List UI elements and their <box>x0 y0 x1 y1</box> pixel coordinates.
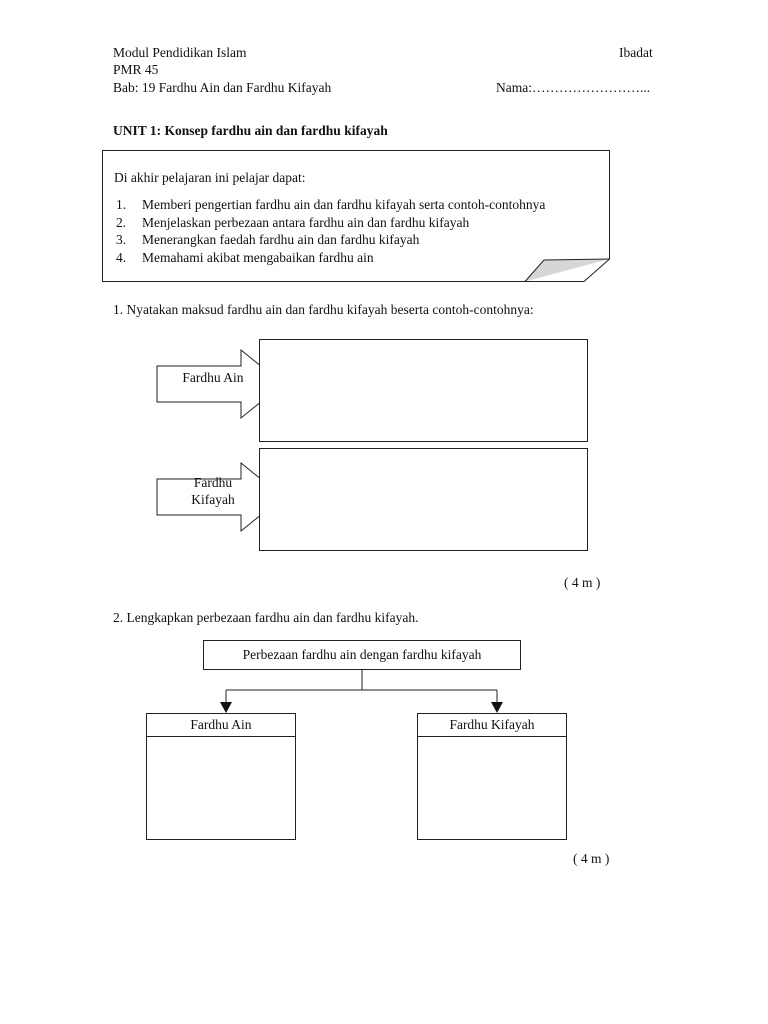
question-2-marks: ( 4 m ) <box>573 851 610 866</box>
label-line: Kifayah <box>191 492 235 507</box>
objectives-list: 1. Memberi pengertian fardhu ain dan fard… <box>116 196 545 266</box>
fardhu-ain-column-box[interactable]: Fardhu Ain <box>146 713 296 840</box>
fardhu-ain-answer-box[interactable] <box>259 339 588 442</box>
label-line: Fardhu <box>193 475 233 490</box>
item-number: 4. <box>116 249 127 265</box>
module-name: Modul Pendidikan Islam <box>113 45 247 60</box>
item-number: 1. <box>116 197 127 212</box>
item-number: 2. <box>116 214 127 230</box>
fardhu-kifayah-column-box[interactable]: Fardhu Kifayah <box>417 713 567 840</box>
fardhu-ain-column-title: Fardhu Ain <box>147 714 295 737</box>
name-field[interactable]: Nama:……………………... <box>496 80 651 95</box>
comparison-root-label: Perbezaan fardhu ain dengan fardhu kifay… <box>242 647 482 662</box>
fardhu-kifayah-answer-box[interactable] <box>259 448 588 551</box>
fardhu-kifayah-column-title: Fardhu Kifayah <box>418 714 566 737</box>
comparison-connector <box>220 669 503 713</box>
objectives-intro: Di akhir pelajaran ini pelajar dapat: <box>114 170 306 185</box>
item-text: Memahami akibat mengabaikan fardhu ain <box>142 249 374 265</box>
subject-name: Ibadat <box>619 45 653 60</box>
item-text: Menerangkan faedah fardhu ain dan fardhu… <box>142 232 420 247</box>
item-text: Memberi pengertian fardhu ain dan fardhu… <box>142 197 546 212</box>
unit-title: UNIT 1: Konsep fardhu ain dan fardhu kif… <box>113 123 388 138</box>
question-1: 1. Nyatakan maksud fardhu ain dan fardhu… <box>113 302 534 317</box>
exam-code: PMR 45 <box>113 62 159 77</box>
item-text: Menjelaskan perbezaan antara fardhu ain … <box>142 214 470 230</box>
list-item: 3. Menerangkan faedah fardhu ain dan fard… <box>116 231 545 249</box>
item-number: 3. <box>116 232 127 247</box>
comparison-root-box: Perbezaan fardhu ain dengan fardhu kifay… <box>203 640 521 670</box>
list-item: 4. Memahami akibat mengabaikan fardhu ain <box>116 249 545 267</box>
fardhu-kifayah-label: Fardhu Kifayah <box>158 474 268 508</box>
list-item: 1. Memberi pengertian fardhu ain dan fard… <box>116 196 545 214</box>
objectives-frame <box>102 150 610 282</box>
question-2: 2. Lengkapkan perbezaan fardhu ain dan f… <box>113 610 419 625</box>
fardhu-ain-label: Fardhu Ain <box>182 370 244 385</box>
list-item: 2. Menjelaskan perbezaan antara fardhu ai… <box>116 214 545 232</box>
question-1-marks: ( 4 m ) <box>564 575 601 590</box>
objectives-box: Di akhir pelajaran ini pelajar dapat: 1.… <box>102 150 610 282</box>
chapter-title: Bab: 19 Fardhu Ain dan Fardhu Kifayah <box>113 80 332 95</box>
